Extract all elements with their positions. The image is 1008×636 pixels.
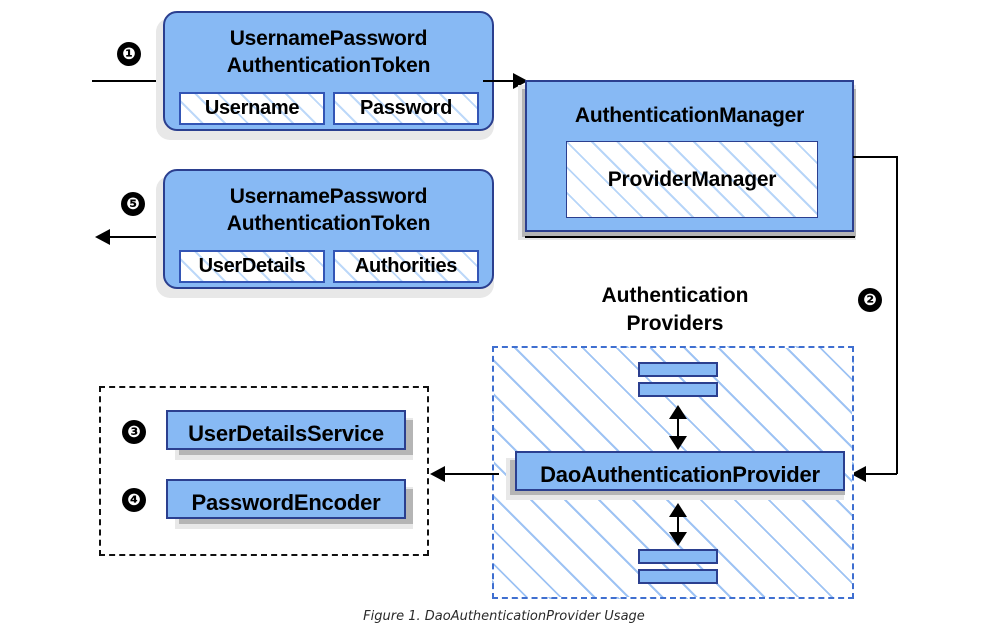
step-marker-5: ❺ <box>121 192 145 216</box>
dao-authentication-provider-box: DaoAuthenticationProvider <box>515 451 845 491</box>
authentication-providers-label-line1: Authentication <box>601 284 749 307</box>
request-token-title-line2: AuthenticationToken <box>226 54 431 77</box>
authentication-manager-title: AuthenticationManager <box>574 104 805 127</box>
authentication-manager-box: AuthenticationManager ProviderManager <box>525 80 854 232</box>
arrowhead-providers-bottom-down <box>669 532 687 546</box>
dao-authentication-provider-title: DaoAuthenticationProvider <box>540 462 820 487</box>
step-marker-1: ❶ <box>117 42 141 66</box>
connector-response-tail <box>107 236 171 238</box>
authentication-providers-label: Authentication Providers <box>510 282 840 338</box>
request-token-slot-password: Password <box>333 92 479 125</box>
connector-token-to-manager <box>483 80 516 82</box>
connector-step2-vertical <box>896 156 898 474</box>
provider-manager-box: ProviderManager <box>566 141 818 218</box>
response-token-slot-authorities: Authorities <box>333 250 479 283</box>
response-token-title-line2: AuthenticationToken <box>226 212 431 235</box>
arrowhead-providers-top-down <box>669 436 687 450</box>
user-details-service-title: UserDetailsService <box>188 421 384 446</box>
arrowhead-provider-to-dependencies <box>430 466 445 482</box>
provider-bar-top-2 <box>638 382 718 397</box>
request-token-box: UsernamePassword AuthenticationToken Use… <box>163 11 494 131</box>
user-details-service-box: UserDetailsService <box>166 410 406 450</box>
figure-caption: Figure 1. DaoAuthenticationProvider Usag… <box>363 609 645 624</box>
response-token-title-line1: UsernamePassword <box>229 185 428 208</box>
password-encoder-box: PasswordEncoder <box>166 479 406 519</box>
authentication-providers-label-line2: Providers <box>626 312 724 335</box>
connector-response-out <box>525 236 855 238</box>
provider-bar-bottom-2 <box>638 569 718 584</box>
connector-providers-bottom <box>677 506 679 535</box>
request-token-title-line1: UsernamePassword <box>229 27 428 50</box>
provider-bar-top-1 <box>638 362 718 377</box>
request-token-slot-username: Username <box>179 92 325 125</box>
connector-step2-bottom <box>864 473 897 475</box>
step-marker-2: ❷ <box>858 288 882 312</box>
connector-request-in <box>92 80 162 82</box>
step-marker-4: ❹ <box>122 488 146 512</box>
response-token-box: UsernamePassword AuthenticationToken Use… <box>163 169 494 289</box>
arrowhead-step2 <box>851 466 866 482</box>
response-token-slot-userdetails: UserDetails <box>179 250 325 283</box>
connector-providers-top <box>677 408 679 439</box>
arrowhead-response-out <box>95 229 110 245</box>
connector-provider-to-dependencies <box>443 473 499 475</box>
provider-bar-bottom-1 <box>638 549 718 564</box>
password-encoder-title: PasswordEncoder <box>191 490 381 515</box>
step-marker-3: ❸ <box>122 420 146 444</box>
connector-step2-top <box>853 156 897 158</box>
dependencies-container <box>99 386 429 556</box>
